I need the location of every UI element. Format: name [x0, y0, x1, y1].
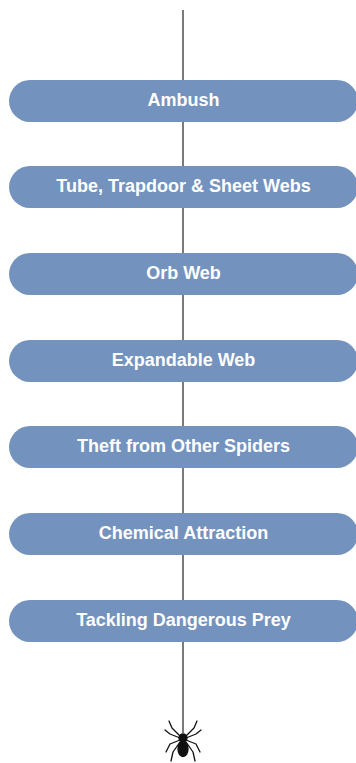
thread-top — [182, 10, 183, 80]
spider-icon — [165, 721, 201, 761]
strategy-box: Expandable Web — [9, 340, 356, 382]
strategy-box: Theft from Other Spiders — [9, 426, 356, 468]
thread-connector — [182, 122, 183, 166]
box-label: Tube, Trapdoor & Sheet Webs — [56, 176, 310, 198]
thread-connector — [182, 468, 183, 513]
strategy-box: Ambush — [9, 80, 356, 122]
box-label: Chemical Attraction — [99, 523, 268, 545]
box-label: Tackling Dangerous Prey — [76, 610, 291, 632]
box-label: Ambush — [148, 90, 220, 112]
thread-connector — [182, 208, 183, 253]
strategy-box: Tube, Trapdoor & Sheet Webs — [9, 166, 356, 208]
thread-connector — [182, 295, 183, 340]
box-label: Orb Web — [146, 263, 221, 285]
strategy-box: Tackling Dangerous Prey — [9, 600, 356, 642]
box-label: Theft from Other Spiders — [77, 436, 290, 458]
strategy-box: Orb Web — [9, 253, 356, 295]
strategy-box: Chemical Attraction — [9, 513, 356, 555]
box-label: Expandable Web — [112, 350, 256, 372]
thread-bottom — [182, 642, 183, 733]
thread-connector — [182, 382, 183, 426]
thread-connector — [182, 555, 183, 600]
